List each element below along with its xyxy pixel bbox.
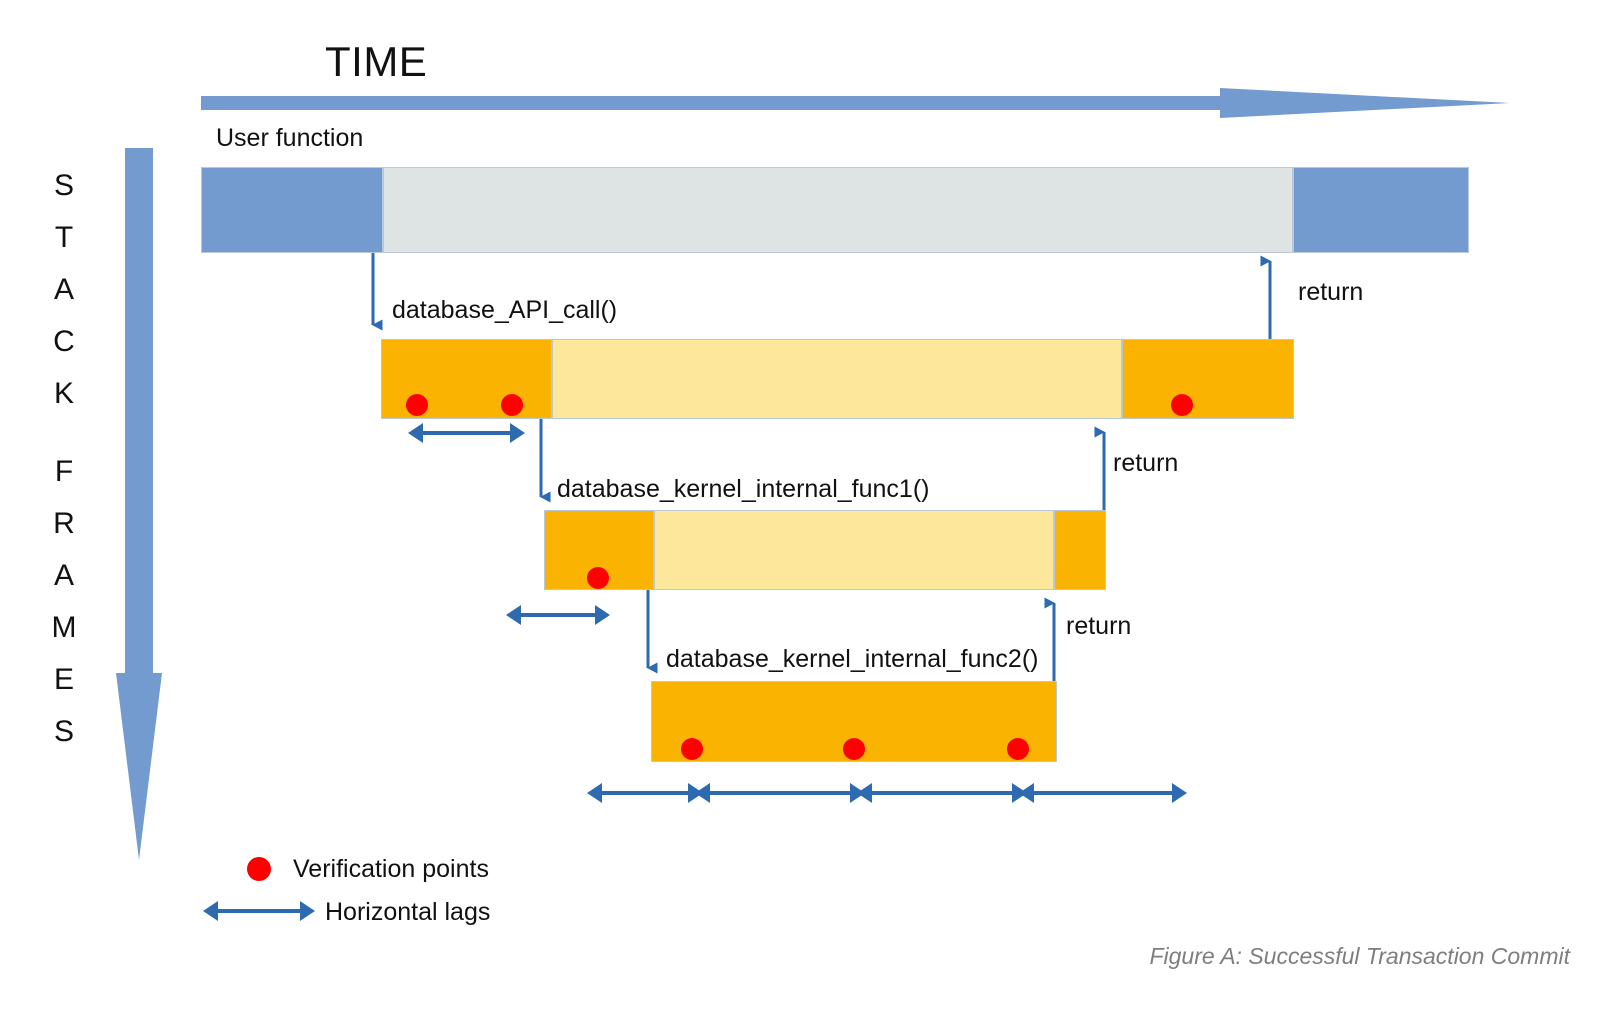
stack-letter: E <box>53 663 74 696</box>
frame-label-database-kernel-internal-func1: database_kernel_internal_func1() <box>557 475 930 503</box>
stack-letter: S <box>53 715 74 748</box>
return-label-to-user-function: return <box>1298 278 1364 306</box>
time-axis-arrow <box>201 88 1510 118</box>
return-label-to-api-call: return <box>1113 449 1179 477</box>
legend-verification-points-label: Verification points <box>293 855 489 883</box>
stack-letter: A <box>53 273 74 306</box>
verification-point-dot <box>587 567 609 589</box>
verification-point-dot <box>406 394 428 416</box>
stack-letter: K <box>53 377 74 410</box>
stack-letter: S <box>53 169 74 202</box>
bar-segment-user-function-active-left <box>201 167 383 253</box>
figure-caption: Figure A: Successful Transaction Commit <box>1149 943 1570 969</box>
verification-point-dot <box>1171 394 1193 416</box>
verification-point-dot <box>1007 738 1029 760</box>
frame-label-database-kernel-internal-func2: database_kernel_internal_func2() <box>666 645 1039 673</box>
legend-verification-point-icon <box>247 857 271 881</box>
bar-segment-api-call-waiting <box>552 339 1122 419</box>
stack-letter: F <box>54 455 74 488</box>
verification-point-dot <box>843 738 865 760</box>
frame-label-user-function: User function <box>216 124 364 152</box>
stack-letter: M <box>51 611 77 644</box>
stack-letter: T <box>54 221 74 254</box>
legend-horizontal-lags-label: Horizontal lags <box>325 898 491 926</box>
return-label-to-func1: return <box>1066 612 1132 640</box>
bar-segment-api-call-active-right <box>1122 339 1294 419</box>
bar-segment-user-function-active-right <box>1293 167 1469 253</box>
stack-frames-axis-arrow <box>116 148 162 860</box>
verification-point-dot <box>501 394 523 416</box>
stack-frames-axis-label: S T A C K F R A M E S <box>44 160 84 758</box>
bar-segment-func2-active <box>651 681 1057 762</box>
bar-segment-user-function-waiting <box>383 167 1293 253</box>
bar-segment-func1-active-right <box>1054 510 1106 590</box>
stack-letter: C <box>53 325 75 358</box>
stack-letter: A <box>53 559 74 592</box>
bar-segment-func1-waiting <box>654 510 1054 590</box>
stack-letter-gap <box>44 420 84 446</box>
time-axis-title: TIME <box>325 38 428 85</box>
frame-label-database-api-call: database_API_call() <box>392 296 618 324</box>
stack-letter: R <box>53 507 75 540</box>
verification-point-dot <box>681 738 703 760</box>
